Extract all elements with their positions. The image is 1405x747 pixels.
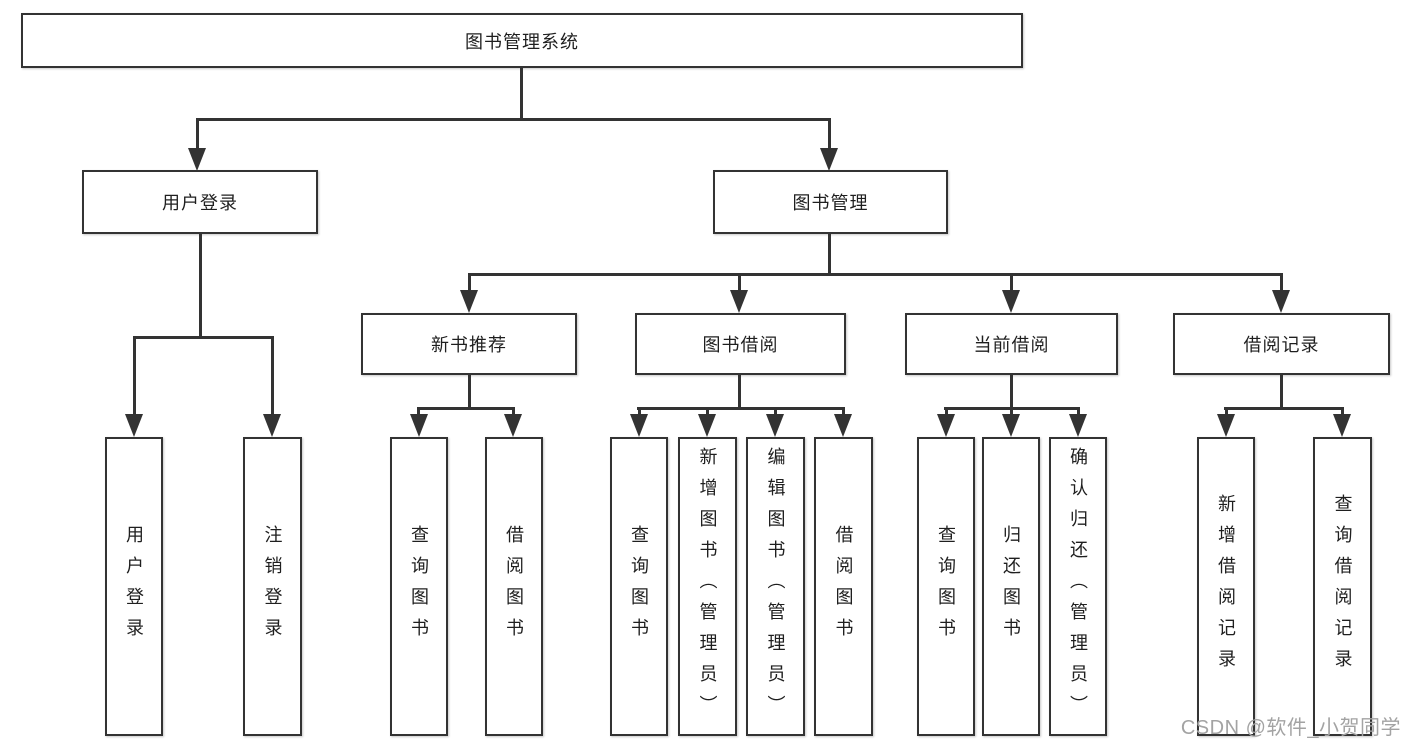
connector-hline xyxy=(468,273,1283,276)
connector-vline xyxy=(468,375,471,407)
arrow-down-icon xyxy=(125,414,143,437)
arrow-down-icon xyxy=(698,414,716,437)
leaf-query-books-current: 查询图书 xyxy=(917,437,975,736)
arrow-down-icon xyxy=(188,148,206,171)
connector-vline xyxy=(199,234,202,336)
arrow-down-icon xyxy=(410,414,428,437)
leaf-user-login: 用户登录 xyxy=(105,437,163,736)
connector-vline xyxy=(1341,407,1344,416)
connector-vline xyxy=(842,407,845,416)
connector-vline xyxy=(1280,375,1283,407)
connector-vline xyxy=(520,68,523,118)
connector-vline xyxy=(196,118,199,150)
node-current-borrow: 当前借阅 xyxy=(905,313,1118,375)
arrow-down-icon xyxy=(820,148,838,171)
connector-vline xyxy=(1077,407,1080,416)
connector-vline xyxy=(417,407,420,416)
leaf-label: 编辑图书（管理员） xyxy=(765,447,786,726)
leaf-label: 查询图书 xyxy=(409,524,429,649)
leaf-label: 查询借阅记录 xyxy=(1332,493,1353,680)
arrow-down-icon xyxy=(1217,414,1235,437)
connector-vline xyxy=(133,336,136,416)
connector-hline xyxy=(133,336,274,339)
arrow-down-icon xyxy=(1002,290,1020,313)
node-book-management: 图书管理 xyxy=(713,170,948,234)
leaf-label: 查询图书 xyxy=(936,524,956,649)
connector-vline xyxy=(1010,375,1013,407)
leaf-label: 确认归还（管理员） xyxy=(1068,447,1088,726)
leaf-label: 借阅图书 xyxy=(833,524,854,649)
arrow-down-icon xyxy=(730,290,748,313)
connector-vline xyxy=(1010,273,1013,292)
node-book-borrow: 图书借阅 xyxy=(635,313,846,375)
arrow-down-icon xyxy=(937,414,955,437)
arrow-down-icon xyxy=(630,414,648,437)
arrow-down-icon xyxy=(263,414,281,437)
leaf-logout: 注销登录 xyxy=(243,437,302,736)
watermark: CSDN @软件_小贺同学 xyxy=(1180,717,1401,739)
node-borrow-records: 借阅记录 xyxy=(1173,313,1390,375)
connector-vline xyxy=(706,407,709,416)
arrow-down-icon xyxy=(834,414,852,437)
arrow-down-icon xyxy=(504,414,522,437)
leaf-label: 用户登录 xyxy=(124,524,144,649)
connector-vline xyxy=(638,407,641,416)
connector-vline xyxy=(828,118,831,150)
arrow-down-icon xyxy=(766,414,784,437)
arrow-down-icon xyxy=(1333,414,1351,437)
arrow-down-icon xyxy=(1272,290,1290,313)
connector-vline xyxy=(945,407,948,416)
leaf-label: 借阅图书 xyxy=(504,524,524,649)
connector-vline xyxy=(828,234,831,275)
connector-hline xyxy=(637,407,845,410)
connector-vline xyxy=(1280,273,1283,292)
node-user-login: 用户登录 xyxy=(82,170,318,234)
leaf-label: 新增借阅记录 xyxy=(1216,493,1236,680)
leaf-borrow-books-recommend: 借阅图书 xyxy=(485,437,543,736)
connector-vline xyxy=(512,407,515,416)
leaf-add-books-admin: 新增图书（管理员） xyxy=(678,437,737,736)
leaf-label: 查询图书 xyxy=(629,524,649,649)
leaf-query-books-recommend: 查询图书 xyxy=(390,437,448,736)
connector-hline xyxy=(417,407,515,410)
connector-vline xyxy=(738,273,741,292)
connector-hline xyxy=(196,118,831,121)
connector-vline xyxy=(1225,407,1228,416)
leaf-borrow-books: 借阅图书 xyxy=(814,437,873,736)
leaf-label: 新增图书（管理员） xyxy=(697,447,718,726)
node-new-book-recommend: 新书推荐 xyxy=(361,313,577,375)
leaf-confirm-return-admin: 确认归还（管理员） xyxy=(1049,437,1107,736)
arrow-down-icon xyxy=(1069,414,1087,437)
leaf-label: 注销登录 xyxy=(262,524,283,649)
leaf-query-borrow-record: 查询借阅记录 xyxy=(1313,437,1372,736)
connector-hline xyxy=(1224,407,1344,410)
leaf-query-books-borrow: 查询图书 xyxy=(610,437,668,736)
leaf-add-borrow-record: 新增借阅记录 xyxy=(1197,437,1255,736)
arrow-down-icon xyxy=(1002,414,1020,437)
connector-vline xyxy=(1010,407,1013,416)
leaf-label: 归还图书 xyxy=(1001,524,1021,649)
connector-vline xyxy=(738,375,741,407)
leaf-return-books: 归还图书 xyxy=(982,437,1040,736)
connector-vline xyxy=(774,407,777,416)
arrow-down-icon xyxy=(460,290,478,313)
connector-vline xyxy=(468,273,471,292)
node-system-root: 图书管理系统 xyxy=(21,13,1023,68)
leaf-edit-books-admin: 编辑图书（管理员） xyxy=(746,437,805,736)
connector-vline xyxy=(271,336,274,416)
